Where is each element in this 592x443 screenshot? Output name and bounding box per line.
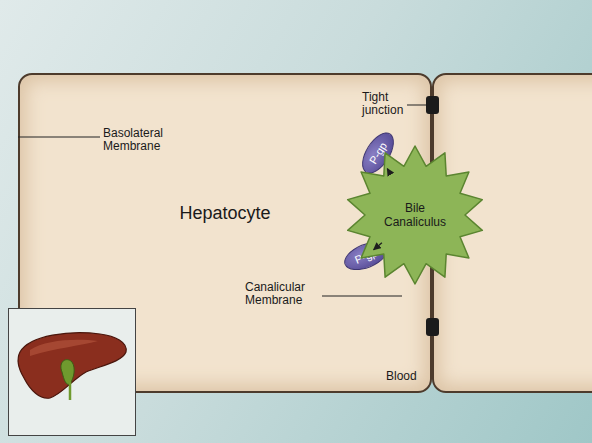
- transport-arrow: [374, 243, 382, 250]
- callout-label: Basolateral Membrane: [103, 127, 181, 153]
- gallbladder: [61, 360, 74, 385]
- tight-junction: [426, 96, 439, 114]
- callout-label: Tight junction: [362, 91, 410, 117]
- bile-canaliculus: Bile Canaliculus: [345, 145, 485, 285]
- callout-label: Canalicular Membrane: [245, 281, 330, 307]
- bile-duct: [69, 382, 72, 400]
- tight-junction: [426, 318, 439, 336]
- leader-line: [322, 296, 402, 297]
- transport-arrow: [387, 169, 390, 174]
- leader-line: [18, 137, 100, 138]
- canaliculus-shape: [348, 146, 483, 284]
- liver-illustration: [18, 333, 126, 399]
- leader-line: [407, 105, 428, 106]
- inset-frame: [9, 309, 136, 436]
- liver-highlight: [30, 340, 98, 356]
- region-label: Blood: [386, 370, 446, 383]
- node-label: Bile Canaliculus: [380, 201, 450, 229]
- node-label: Hepatocyte: [155, 203, 295, 223]
